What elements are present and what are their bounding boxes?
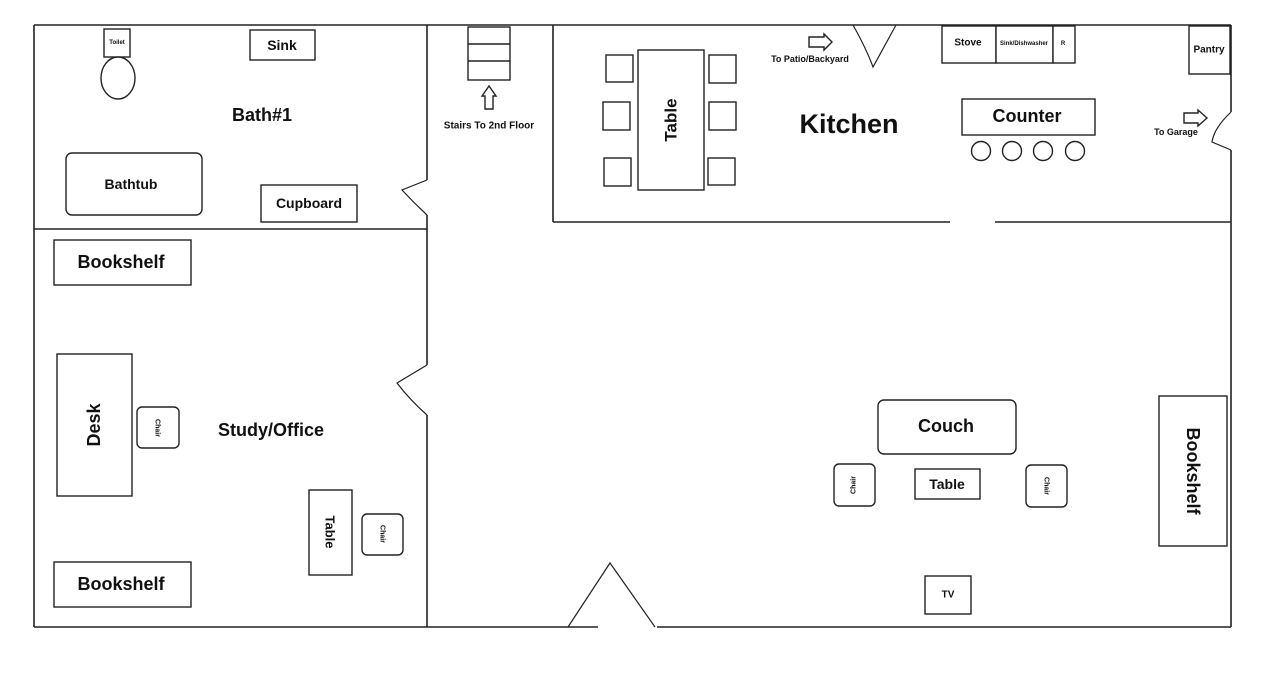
stove <box>941 25 997 64</box>
dining-chair <box>707 157 736 186</box>
room-label-kitchen: Kitchen <box>799 109 898 139</box>
dining-table <box>637 49 705 191</box>
toilet-bowl <box>100 56 136 100</box>
dining-chair <box>602 101 631 131</box>
patio-label: To Patio/Backyard <box>771 54 849 64</box>
stairs-arrow-icon <box>480 84 498 110</box>
stairs: Stairs To 2nd Floor <box>444 26 534 132</box>
study-office: Bookshelf Desk Chair Study/Office Table … <box>53 239 404 608</box>
bar-stool <box>1064 140 1086 162</box>
bar-stool <box>970 140 992 162</box>
desk-label: Desk <box>84 402 104 446</box>
desk-chair-label: Chair <box>154 419 161 437</box>
doors <box>396 24 1232 628</box>
stove-label: Stove <box>954 38 982 49</box>
room-label-study: Study/Office <box>218 420 324 440</box>
tv <box>924 575 972 615</box>
room-label-bath: Bath#1 <box>232 105 292 125</box>
desk-chair <box>136 406 180 449</box>
living-chair-left <box>833 463 876 507</box>
study-table <box>308 489 353 576</box>
study-chair <box>361 513 404 556</box>
bar-stool <box>1032 140 1054 162</box>
sink <box>249 29 316 61</box>
living-bookshelf <box>1158 395 1228 547</box>
garage-door <box>1211 111 1232 151</box>
patio-arrow-icon <box>808 32 833 52</box>
dining-table-label: Table <box>662 98 681 141</box>
bathtub <box>65 152 203 216</box>
dining-chair <box>605 54 634 83</box>
cupboard-label: Cupboard <box>276 195 342 211</box>
study-table-label: Table <box>323 516 338 549</box>
tv-label: TV <box>942 590 955 601</box>
refrigerator-label: R <box>1061 41 1066 47</box>
walls <box>33 24 1232 628</box>
living-bookshelf-label: Bookshelf <box>1183 427 1203 515</box>
front-door <box>567 561 656 628</box>
cupboard <box>260 184 358 223</box>
sink-dishwasher-label: Sink/Dishwasher <box>1000 41 1049 47</box>
toilet-label: Toilet <box>109 40 125 46</box>
dining-chair <box>708 54 737 84</box>
counter <box>961 98 1096 136</box>
patio-door <box>852 24 897 69</box>
dining-chair <box>708 101 737 131</box>
bar-stool <box>1001 140 1023 162</box>
couch <box>877 399 1017 455</box>
study-chair-label: Chair <box>379 525 386 543</box>
bath-door <box>400 179 428 216</box>
garage-arrow-icon <box>1183 108 1209 128</box>
study-bookshelf-top-label: Bookshelf <box>77 252 165 272</box>
pantry-label: Pantry <box>1193 45 1225 56</box>
living-room: Couch Chair Table Chair TV Bookshelf <box>833 395 1228 615</box>
stair-steps <box>467 26 511 81</box>
counter-label: Counter <box>993 106 1062 126</box>
living-table <box>914 468 981 500</box>
pantry <box>1188 25 1231 75</box>
living-chair-right-label: Chair <box>1043 477 1050 495</box>
kitchen: Table To Patio/Backyard Kitchen Stove Si… <box>602 25 1231 191</box>
desk <box>56 353 133 497</box>
refrigerator <box>1052 25 1076 64</box>
toilet-tank <box>103 28 131 58</box>
study-door <box>396 364 428 416</box>
living-chair-left-label: Chair <box>851 476 858 494</box>
living-chair-right <box>1025 464 1068 508</box>
sink-label: Sink <box>267 37 297 53</box>
garage-label: To Garage <box>1154 127 1198 137</box>
couch-label: Couch <box>918 416 974 436</box>
sink-dishwasher <box>995 25 1054 64</box>
study-bookshelf-bottom-label: Bookshelf <box>77 574 165 594</box>
dining-chair <box>603 157 632 187</box>
stairs-label: Stairs To 2nd Floor <box>444 121 534 132</box>
study-bookshelf-bottom <box>53 561 192 608</box>
living-table-label: Table <box>929 476 965 492</box>
study-bookshelf-top <box>53 239 192 286</box>
bathtub-label: Bathtub <box>105 176 158 192</box>
bathroom: Toilet Sink Bath#1 Bathtub Cupboard <box>65 28 358 223</box>
